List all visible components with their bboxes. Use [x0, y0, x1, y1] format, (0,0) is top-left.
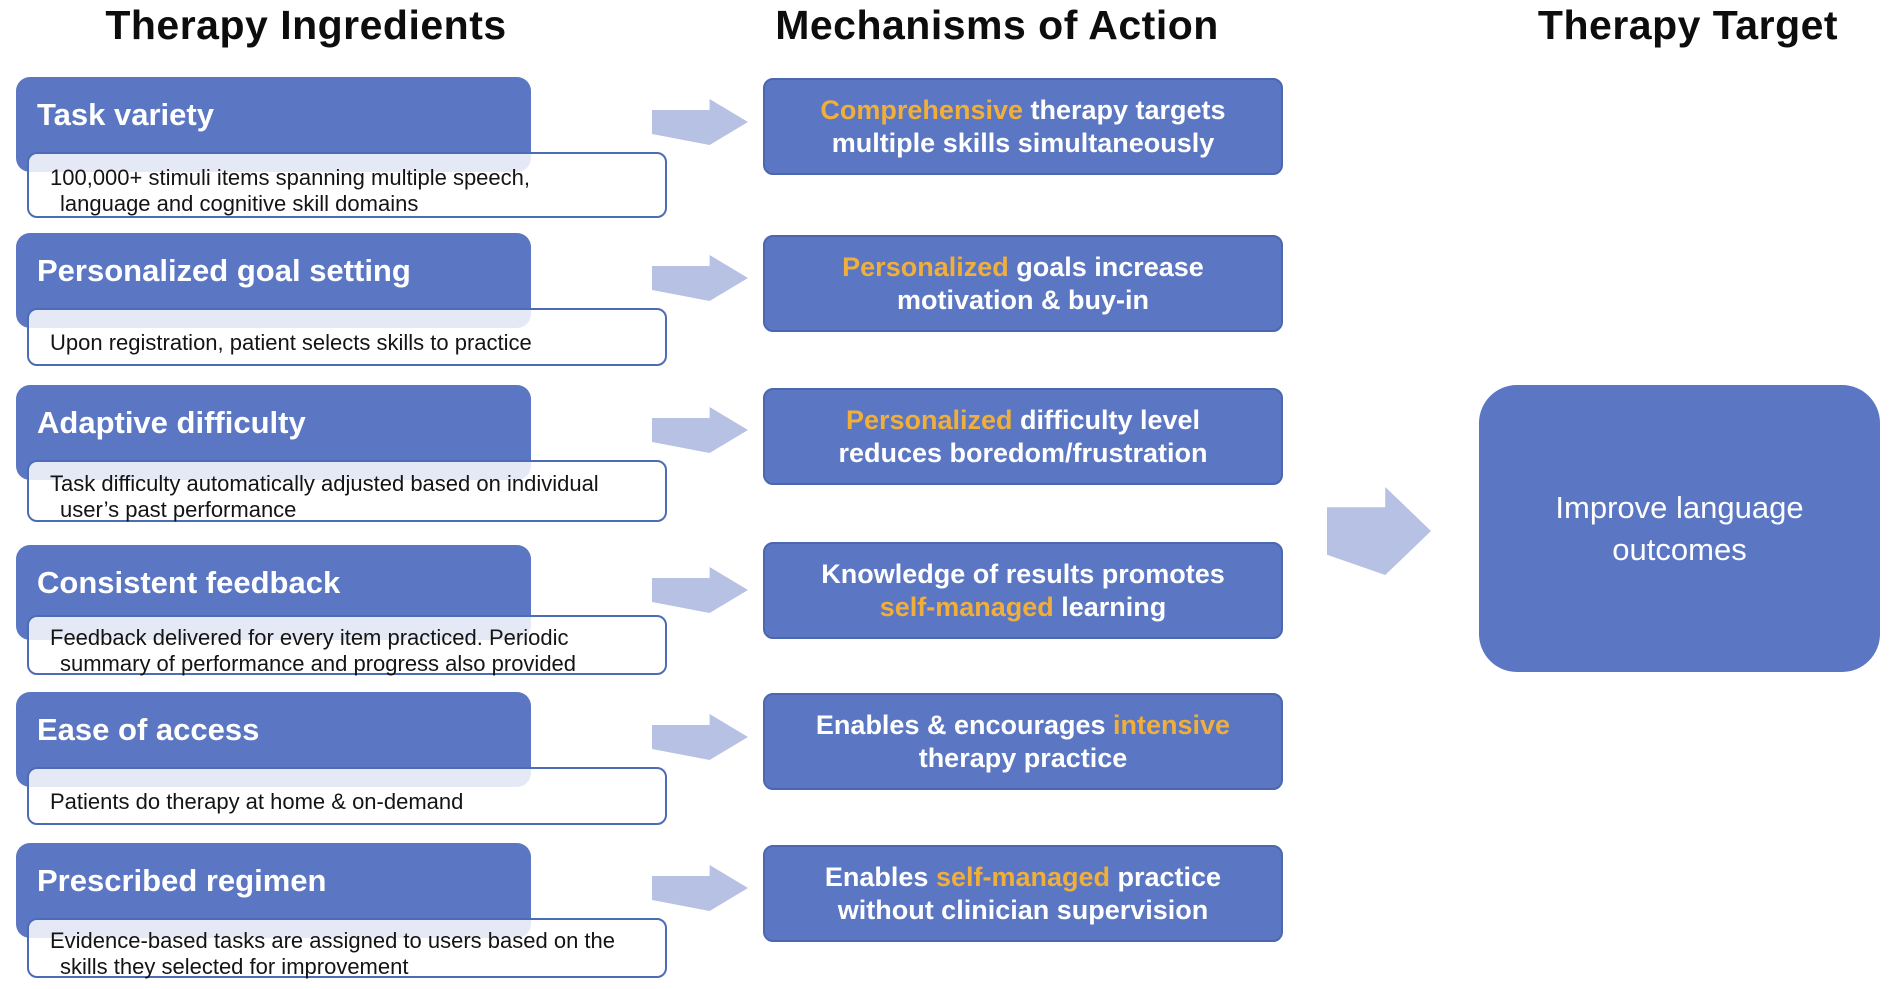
mechanism-highlight: self-managed [935, 861, 1111, 892]
column-header-target: Therapy Target [1537, 2, 1839, 48]
mechanism-text: Personalized goals increase motivation &… [793, 251, 1253, 317]
mechanism-text: Knowledge of results promotes self-manag… [793, 558, 1253, 624]
mechanism-text: Enables self-managed practice without cl… [793, 861, 1253, 927]
description-box: Evidence-based tasks are assigned to use… [27, 918, 667, 979]
mechanism-text: Enables & encourages intensive therapy p… [793, 709, 1253, 775]
right-arrow-icon [652, 865, 748, 911]
description-text: Task difficulty automatically adjusted b… [50, 470, 599, 522]
description-box: Feedback delivered for every item practi… [27, 615, 667, 676]
description-box: Patients do therapy at home & on-demand [27, 767, 667, 825]
mechanism-pre: Knowledge of results promotes [821, 558, 1225, 589]
mechanism-box: Personalized goals increase motivation &… [763, 235, 1283, 332]
ingredient-label: Task variety [37, 97, 214, 132]
therapy-target-label: Improve language outcomes [1555, 489, 1804, 567]
ingredient-label: Personalized goal setting [37, 253, 411, 288]
mechanism-box: Comprehensive therapy targets multiple s… [763, 78, 1283, 175]
mechanism-box: Personalized difficulty level reduces bo… [763, 388, 1283, 485]
big-right-arrow-icon [1327, 487, 1431, 575]
description-text: Upon registration, patient selects skill… [50, 329, 532, 355]
mechanism-highlight: self-managed [879, 591, 1054, 622]
right-arrow-icon [652, 99, 748, 145]
description-box: 100,000+ stimuli items spanning multiple… [27, 152, 667, 218]
mechanism-box: Enables self-managed practice without cl… [763, 845, 1283, 942]
description-text: Feedback delivered for every item practi… [50, 624, 577, 676]
description-box: Upon registration, patient selects skill… [27, 308, 667, 366]
right-arrow-icon [652, 567, 748, 613]
description-box: Task difficulty automatically adjusted b… [27, 460, 667, 522]
mechanism-text: Personalized difficulty level reduces bo… [793, 404, 1253, 470]
mechanism-text: Comprehensive therapy targets multiple s… [793, 94, 1253, 160]
description-text: Evidence-based tasks are assigned to use… [50, 927, 616, 979]
mechanism-highlight: intensive [1113, 709, 1231, 740]
right-arrow-icon [652, 255, 748, 301]
mechanism-pre: Enables [824, 861, 936, 892]
mechanism-box: Enables & encourages intensive therapy p… [763, 693, 1283, 790]
mechanism-pre: Enables & encourages [815, 709, 1114, 740]
column-header-mechanisms: Mechanisms of Action [775, 2, 1219, 48]
right-arrow-icon [652, 407, 748, 453]
mechanism-post: therapy targets multiple skills simultan… [831, 94, 1226, 158]
mechanism-box: Knowledge of results promotes self-manag… [763, 542, 1283, 639]
mechanism-post: goals increase motivation & buy-in [897, 251, 1204, 315]
mechanism-highlight: Comprehensive [820, 94, 1023, 125]
mechanism-highlight: Personalized [845, 404, 1013, 435]
column-header-ingredients: Therapy Ingredients [105, 2, 507, 48]
right-arrow-icon [652, 714, 748, 760]
description-text: 100,000+ stimuli items spanning multiple… [50, 164, 530, 216]
mechanism-post: difficulty level reduces boredom/frustra… [838, 404, 1208, 468]
mechanism-post: learning [1053, 591, 1167, 622]
mechanism-post: practice without clinician supervision [837, 861, 1222, 925]
mechanism-highlight: Personalized [842, 251, 1009, 282]
ingredient-label: Ease of access [37, 712, 260, 747]
therapy-target-box: Improve language outcomes [1479, 385, 1880, 672]
ingredient-label: Adaptive difficulty [37, 405, 306, 440]
description-text: Patients do therapy at home & on-demand [50, 788, 464, 814]
ingredient-label: Consistent feedback [37, 565, 341, 600]
ingredient-label: Prescribed regimen [37, 863, 327, 898]
mechanism-post: therapy practice [918, 742, 1128, 773]
